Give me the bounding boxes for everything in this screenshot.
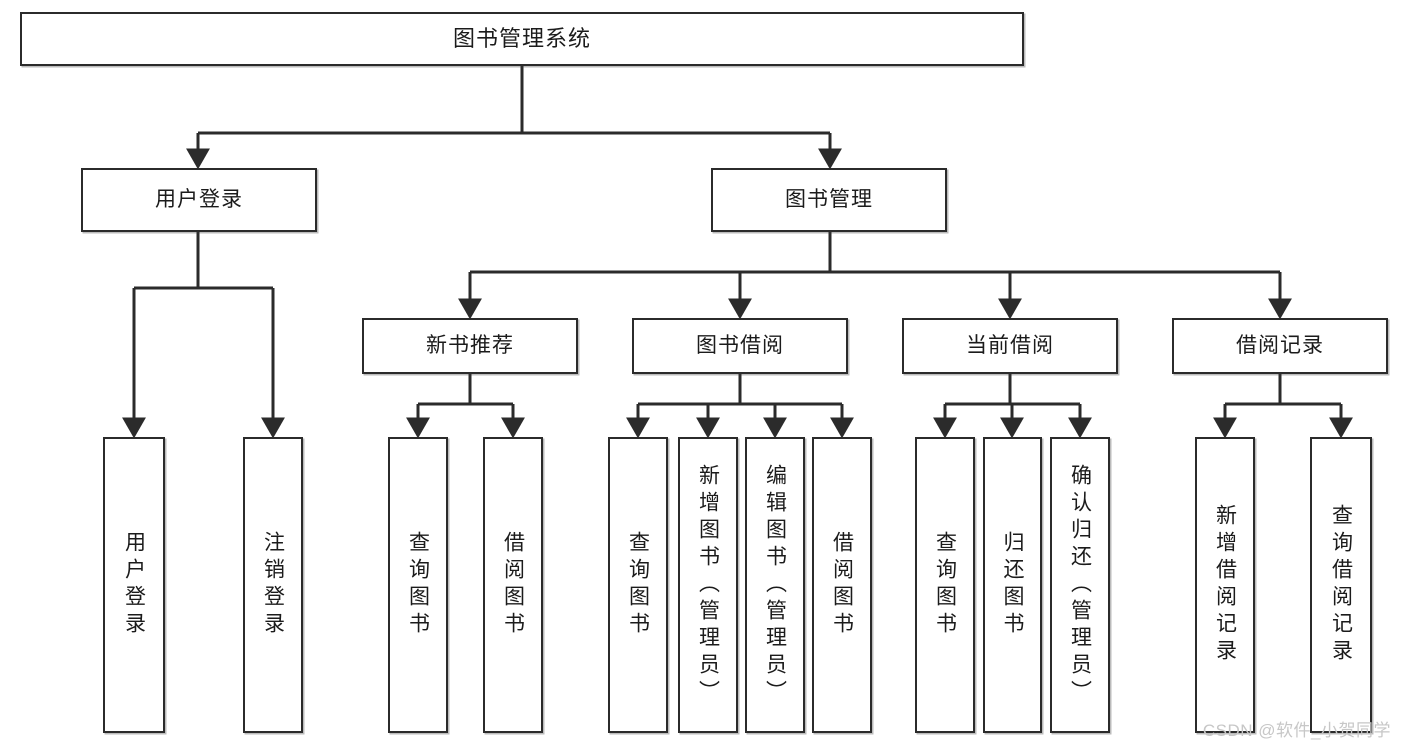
leaf-query-books-newbook[interactable]: 查询图书	[388, 437, 448, 733]
node-user-login[interactable]: 用户登录	[81, 168, 317, 232]
node-label: 查询图书	[406, 531, 430, 639]
node-label: 图书管理系统	[452, 26, 591, 52]
node-label: 新增借阅记录	[1213, 504, 1237, 666]
node-label: 借阅图书	[830, 531, 854, 639]
leaf-return-books[interactable]: 归还图书	[983, 437, 1042, 733]
node-new-book-recommendation[interactable]: 新书推荐	[362, 318, 578, 374]
node-label: 借阅记录	[1236, 333, 1324, 357]
leaf-logout[interactable]: 注销登录	[243, 437, 303, 733]
node-root-book-management-system[interactable]: 图书管理系统	[20, 12, 1024, 66]
node-label: 用户登录	[122, 531, 146, 639]
node-label: 用户登录	[155, 187, 243, 211]
leaf-user-login[interactable]: 用户登录	[103, 437, 165, 733]
node-label: 编辑图书（管理员）	[763, 463, 787, 707]
csdn-watermark: CSDN @软件_小贺同学	[1202, 721, 1391, 740]
node-label: 图书管理	[785, 187, 873, 211]
leaf-confirm-return-admin[interactable]: 确认归还（管理员）	[1050, 437, 1110, 733]
node-label: 图书借阅	[696, 333, 784, 357]
leaf-query-borrow-record[interactable]: 查询借阅记录	[1310, 437, 1372, 733]
node-current-borrowing[interactable]: 当前借阅	[902, 318, 1118, 374]
node-label: 归还图书	[1001, 531, 1024, 639]
leaf-borrow-books[interactable]: 借阅图书	[812, 437, 872, 733]
node-book-management[interactable]: 图书管理	[711, 168, 947, 232]
node-borrowing-record[interactable]: 借阅记录	[1172, 318, 1388, 374]
leaf-add-book-admin[interactable]: 新增图书（管理员）	[678, 437, 738, 733]
node-label: 查询图书	[933, 531, 957, 639]
node-label: 借阅图书	[501, 531, 525, 639]
node-label: 新增图书（管理员）	[696, 463, 720, 707]
leaf-add-borrow-record[interactable]: 新增借阅记录	[1195, 437, 1255, 733]
node-label: 当前借阅	[966, 333, 1054, 357]
leaf-query-books-current[interactable]: 查询图书	[915, 437, 975, 733]
node-book-borrowing[interactable]: 图书借阅	[632, 318, 848, 374]
node-label: 查询图书	[626, 531, 650, 639]
leaf-query-books-borrow[interactable]: 查询图书	[608, 437, 668, 733]
node-label: 注销登录	[261, 531, 285, 639]
leaf-edit-book-admin[interactable]: 编辑图书（管理员）	[745, 437, 805, 733]
node-label: 确认归还（管理员）	[1068, 463, 1092, 707]
node-label: 新书推荐	[426, 333, 514, 357]
node-label: 查询借阅记录	[1329, 504, 1353, 666]
leaf-borrow-books-newbook[interactable]: 借阅图书	[483, 437, 543, 733]
